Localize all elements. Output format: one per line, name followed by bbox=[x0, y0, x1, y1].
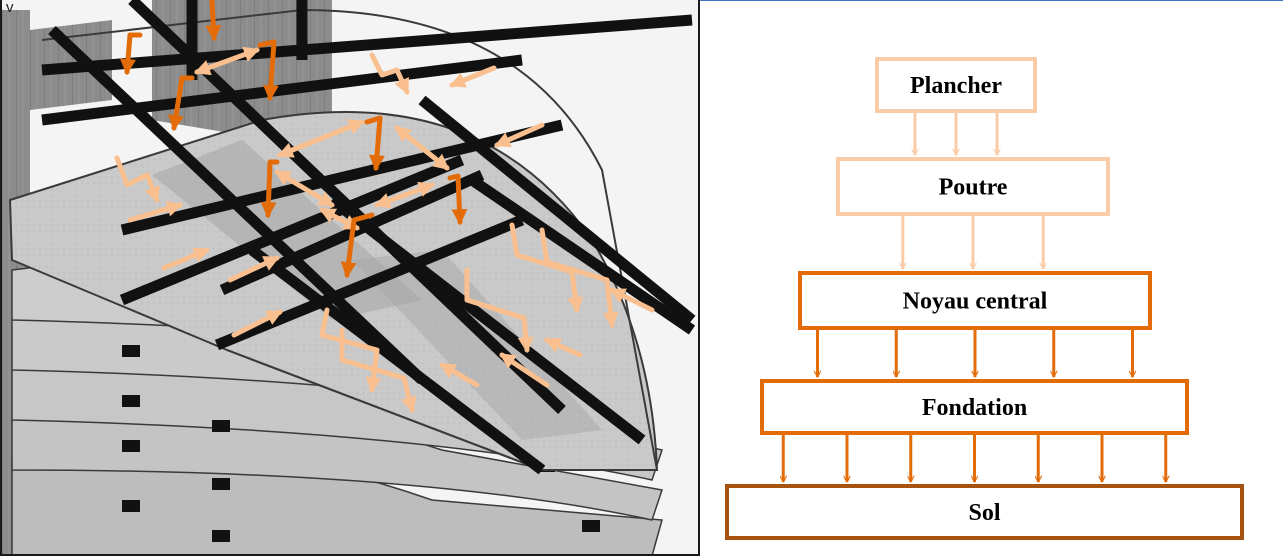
structure-3d-drawing: v bbox=[2, 0, 698, 554]
level-label-noyau-central: Noyau central bbox=[903, 289, 1048, 315]
caption-fragment: v bbox=[6, 0, 14, 16]
level-box-noyau-central bbox=[798, 271, 1152, 330]
level-label-sol: Sol bbox=[968, 500, 1000, 526]
core-load-arrows bbox=[120, 0, 468, 279]
slab-load-arrows bbox=[114, 46, 655, 414]
level-label-poutre: Poutre bbox=[939, 175, 1008, 201]
level-box-plancher bbox=[875, 57, 1037, 113]
level-box-sol bbox=[725, 484, 1244, 540]
structure-3d-illustration: v bbox=[0, 0, 700, 556]
level-label-plancher: Plancher bbox=[910, 73, 1002, 99]
level-label-fondation: Fondation bbox=[922, 395, 1027, 421]
level-box-poutre bbox=[836, 157, 1110, 216]
level-box-fondation bbox=[760, 379, 1189, 435]
